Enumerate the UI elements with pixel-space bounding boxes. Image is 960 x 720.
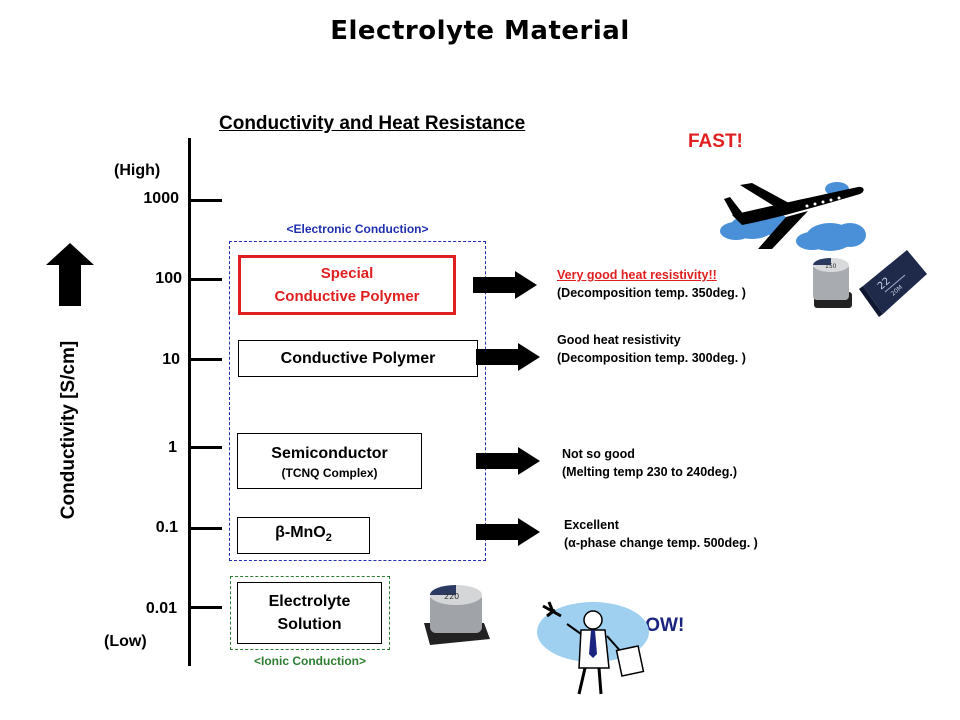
capacitor-icon: 150	[813, 258, 852, 308]
fast-callout: FAST!	[688, 131, 743, 152]
axis-tick	[191, 358, 222, 361]
material-label: Solution	[277, 616, 342, 633]
axis-tick	[191, 278, 222, 281]
right-arrow-icon	[476, 343, 540, 371]
special-description: Very good heat resistivity!! (Decomposit…	[557, 268, 746, 300]
axis-high-label: (High)	[114, 162, 161, 179]
polymer-description: Good heat resistivity (Decomposition tem…	[557, 333, 746, 365]
capacitor-icon: 220	[424, 585, 490, 645]
airplane-icon	[720, 182, 866, 251]
semiconductor-description: Not so good (Melting temp 230 to 240deg.…	[562, 447, 738, 479]
conductivity-axis	[188, 138, 191, 666]
electronic-conduction-region	[229, 241, 486, 561]
axis-tick	[191, 606, 222, 609]
mno2-description: Excellent (α-phase change temp. 500deg. …	[564, 518, 758, 550]
right-arrow-icon	[476, 447, 540, 475]
svg-text:150: 150	[825, 263, 837, 270]
material-label: β-MnO2	[275, 523, 332, 545]
up-arrow-icon	[46, 243, 94, 306]
material-label: Conductive Polymer	[274, 288, 420, 305]
conductive-polymer-box: Conductive Polymer	[238, 340, 478, 377]
material-label: Semiconductor	[271, 444, 388, 462]
tick-label: 10	[162, 351, 180, 368]
chip-icon: 22 20M	[859, 250, 927, 317]
tick-label: 0.01	[145, 600, 177, 617]
tick-label: 100	[155, 270, 182, 287]
material-label: Electrolyte	[268, 593, 351, 610]
axis-tick	[191, 199, 222, 202]
semiconductor-box: Semiconductor (TCNQ Complex)	[237, 433, 422, 489]
electronic-conduction-label: <Electronic Conduction>	[286, 222, 429, 236]
svg-text:220: 220	[444, 592, 459, 601]
businessman-icon	[537, 601, 649, 695]
tick-label: 1	[168, 439, 177, 456]
mno2-box: β-MnO2	[237, 517, 370, 554]
diagram-subtitle: Conductivity and Heat Resistance	[219, 113, 526, 134]
tick-label: 0.1	[155, 519, 178, 536]
special-conductive-polymer-box: Special Conductive Polymer	[238, 255, 456, 315]
right-arrow-icon	[473, 271, 537, 299]
axis-label: Conductivity [S/cm]	[58, 340, 79, 520]
material-label: Special	[320, 265, 374, 282]
ionic-conduction-region	[230, 576, 390, 650]
right-arrow-icon	[476, 518, 540, 546]
material-sublabel: (TCNQ Complex)	[281, 465, 378, 480]
page-title: Electrolyte Material	[330, 16, 630, 46]
electrolyte-solution-box: Electrolyte Solution	[237, 582, 382, 644]
ionic-conduction-label: <Ionic Conduction>	[253, 654, 366, 668]
axis-low-label: (Low)	[104, 633, 147, 650]
material-label: Conductive Polymer	[280, 350, 436, 367]
tick-label: 1000	[143, 190, 179, 207]
axis-tick	[191, 446, 222, 449]
axis-tick	[191, 527, 222, 530]
